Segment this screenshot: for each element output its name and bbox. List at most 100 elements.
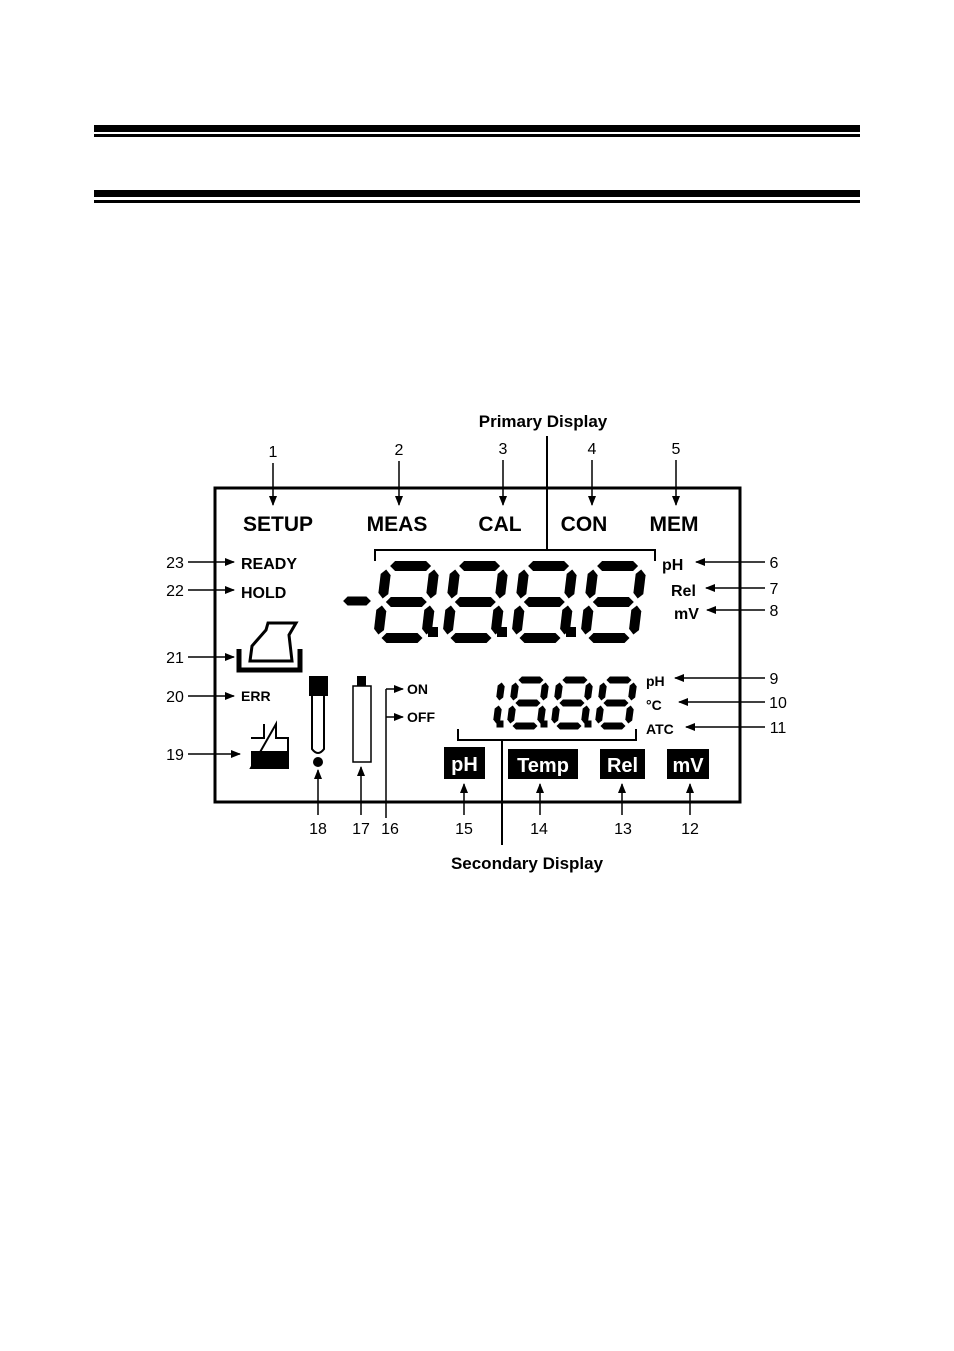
callout-14: 14 xyxy=(530,821,548,838)
primary-unit-ph: pH xyxy=(662,557,683,574)
secondary-display xyxy=(493,677,636,730)
primary-display-bracket xyxy=(375,550,655,561)
secondary-digit-4-segment-g xyxy=(603,700,628,707)
off-indicator: OFF xyxy=(407,709,435,725)
primary-digit-2-segment-f xyxy=(447,570,459,599)
primary-digit-4 xyxy=(581,561,646,643)
callout-15: 15 xyxy=(455,821,473,838)
callout-7: 7 xyxy=(770,581,779,598)
callout-21: 21 xyxy=(166,650,184,667)
callout-4: 4 xyxy=(588,441,597,458)
con-indicator: CON xyxy=(561,513,608,536)
primary-decimal-3 xyxy=(566,627,576,637)
callout-16: 16 xyxy=(381,821,399,838)
err-indicator: ERR xyxy=(241,688,271,704)
mode-tag-rel: Rel xyxy=(607,755,638,777)
electrode-icon xyxy=(309,676,328,767)
cal-indicator: CAL xyxy=(478,513,521,536)
stability-icon xyxy=(239,623,300,670)
callout-19: 19 xyxy=(166,747,184,764)
secondary-digit-4-segment-c xyxy=(625,706,633,724)
primary-digit-4-segment-b xyxy=(633,570,645,599)
primary-digit-2-segment-e xyxy=(443,606,455,635)
primary-sign xyxy=(343,597,371,606)
primary-digit-4-segment-d xyxy=(589,633,630,643)
primary-display xyxy=(343,561,645,643)
secondary-digit-2-segment-g xyxy=(515,700,540,707)
secondary-display-bracket xyxy=(458,729,636,740)
primary-display-caption: Primary Display xyxy=(479,412,608,431)
secondary-digit-2-segment-d xyxy=(513,723,538,730)
callout-9: 9 xyxy=(770,671,779,688)
primary-unit-mv: mV xyxy=(674,606,699,623)
mode-tag-mv: mV xyxy=(672,755,704,777)
on-indicator: ON xyxy=(407,681,428,697)
beaker-icon xyxy=(251,724,288,768)
secondary-digit-4-segment-d xyxy=(601,723,626,730)
callout-11: 11 xyxy=(770,720,787,737)
primary-digit-4-segment-a xyxy=(597,561,638,571)
callout-18: 18 xyxy=(309,821,327,838)
secondary-digit-4-segment-f xyxy=(598,683,606,701)
secondary-digit-2-segment-a xyxy=(518,677,543,684)
primary-sign-segment-g xyxy=(343,597,371,606)
callout-1: 1 xyxy=(269,444,278,461)
secondary-digit-1 xyxy=(493,683,504,724)
secondary-digit-3-segment-a xyxy=(562,677,587,684)
secondary-decimal-3 xyxy=(585,721,592,728)
secondary-decimal-2 xyxy=(541,721,548,728)
hold-indicator: HOLD xyxy=(241,585,286,602)
meas-indicator: MEAS xyxy=(367,513,428,536)
secondary-digit-4 xyxy=(595,677,636,730)
primary-digit-4-segment-e xyxy=(581,606,593,635)
primary-digit-4-segment-g xyxy=(593,597,634,607)
secondary-digit-3-segment-g xyxy=(559,700,584,707)
primary-digit-2-segment-a xyxy=(459,561,500,571)
primary-decimal-2 xyxy=(497,627,507,637)
temperature-probe-icon xyxy=(353,676,371,762)
primary-digit-1-segment-b xyxy=(426,570,438,599)
ready-indicator: READY xyxy=(241,556,297,573)
secondary-digit-2-segment-e xyxy=(507,706,515,724)
callout-5: 5 xyxy=(672,441,681,458)
primary-decimal-1 xyxy=(428,627,438,637)
primary-digit-3-segment-b xyxy=(564,570,576,599)
primary-digit-2-segment-g xyxy=(455,597,496,607)
mode-tag-ph: pH xyxy=(451,754,478,776)
secondary-digit-3-segment-b xyxy=(584,683,592,701)
secondary-digit-4-segment-a xyxy=(606,677,631,684)
secondary-digit-2-segment-b xyxy=(540,683,548,701)
callout-2: 2 xyxy=(395,442,404,459)
primary-digit-3-segment-g xyxy=(524,597,565,607)
callout-22: 22 xyxy=(166,583,184,600)
primary-digit-3-segment-a xyxy=(528,561,569,571)
callout-20: 20 xyxy=(166,689,184,706)
primary-digit-1-segment-f xyxy=(378,570,390,599)
secondary-unit-atc: ATC xyxy=(646,721,674,737)
mode-tag-temp: Temp xyxy=(517,755,569,777)
primary-digit-2-segment-b xyxy=(495,570,507,599)
secondary-digit-3-segment-f xyxy=(554,683,562,701)
callout-12: 12 xyxy=(681,821,699,838)
callout-10: 10 xyxy=(769,695,787,712)
secondary-unit-celsius: °C xyxy=(646,697,662,713)
primary-digit-3-segment-d xyxy=(520,633,561,643)
primary-digit-1-segment-g xyxy=(386,597,427,607)
primary-digit-1-segment-a xyxy=(390,561,431,571)
callout-6: 6 xyxy=(770,555,779,572)
setup-indicator: SETUP xyxy=(243,513,313,536)
primary-digit-3-segment-f xyxy=(516,570,528,599)
primary-unit-rel: Rel xyxy=(671,583,696,600)
secondary-decimal-1 xyxy=(497,721,504,728)
callout-3: 3 xyxy=(499,441,508,458)
callout-13: 13 xyxy=(614,821,632,838)
secondary-display-caption: Secondary Display xyxy=(451,854,604,873)
primary-digit-3-segment-e xyxy=(512,606,524,635)
callout-17: 17 xyxy=(352,821,370,838)
secondary-unit-ph: pH xyxy=(646,673,665,689)
primary-digit-4-segment-f xyxy=(585,570,597,599)
secondary-digit-4-segment-b xyxy=(628,683,636,701)
secondary-digit-1-segment-b xyxy=(496,683,504,701)
secondary-digit-3-segment-d xyxy=(557,723,582,730)
